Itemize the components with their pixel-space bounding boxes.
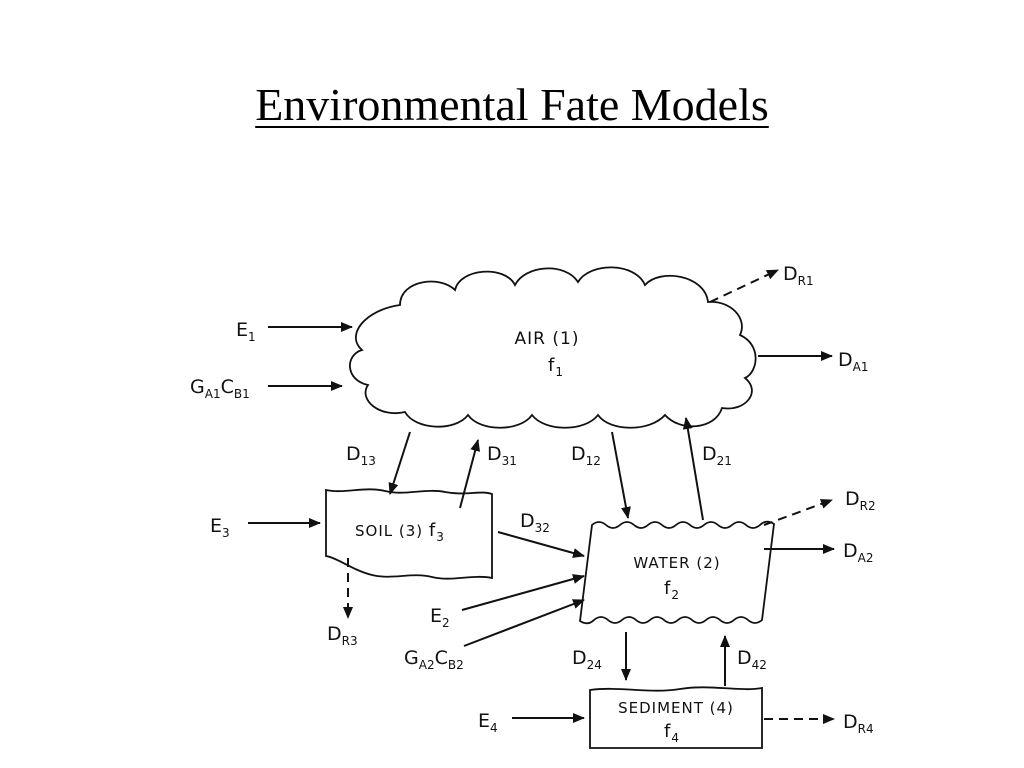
water-compartment: WATER (2) f2 bbox=[579, 520, 775, 625]
soil-box-shape bbox=[325, 488, 493, 580]
label-DA1: DA1 bbox=[838, 349, 868, 374]
arrow-D32 bbox=[497, 531, 585, 558]
label-E2: E2 bbox=[430, 605, 450, 630]
label-E4: E4 bbox=[478, 710, 498, 735]
arrow-GA2CB2 bbox=[463, 599, 585, 647]
label-D21: D21 bbox=[702, 443, 732, 468]
label-GA2CB2: GA2CB2 bbox=[404, 647, 464, 672]
arrow-DR2 bbox=[763, 499, 833, 526]
label-DR2: DR2 bbox=[845, 488, 876, 513]
slide-title: Environmental Fate Models bbox=[255, 79, 769, 130]
label-D24: D24 bbox=[572, 647, 602, 672]
label-E3: E3 bbox=[210, 515, 230, 540]
air-cloud-shape bbox=[349, 266, 757, 429]
arrow-D13 bbox=[388, 431, 411, 495]
arrow-DR1 bbox=[709, 269, 779, 303]
label-D31: D31 bbox=[487, 443, 517, 468]
label-D13: D13 bbox=[346, 443, 376, 468]
air-label: AIR (1) bbox=[515, 329, 580, 349]
sediment-compartment: SEDIMENT (4) f4 bbox=[589, 686, 763, 749]
label-DR1: DR1 bbox=[783, 263, 814, 288]
sediment-label: SEDIMENT (4) bbox=[618, 699, 734, 717]
label-D32: D32 bbox=[520, 510, 550, 535]
air-compartment: AIR (1) f1 bbox=[349, 266, 757, 429]
arrow-D31 bbox=[459, 439, 481, 509]
sediment-fugacity: f4 bbox=[664, 721, 680, 745]
water-fugacity: f2 bbox=[664, 578, 680, 602]
arrow-D21 bbox=[682, 417, 704, 521]
label-GA1CB1: GA1CB1 bbox=[190, 376, 250, 401]
air-fugacity: f1 bbox=[548, 355, 564, 379]
label-D42: D42 bbox=[737, 647, 767, 672]
label-D12: D12 bbox=[571, 443, 601, 468]
soil-compartment: SOIL (3) f3 bbox=[325, 488, 493, 580]
label-E1: E1 bbox=[236, 319, 256, 344]
label-DR3: DR3 bbox=[327, 623, 358, 648]
soil-label: SOIL (3) f3 bbox=[355, 520, 445, 544]
water-label: WATER (2) bbox=[633, 554, 720, 572]
sediment-box-shape bbox=[589, 686, 763, 749]
label-DA2: DA2 bbox=[843, 540, 873, 565]
arrow-D12 bbox=[611, 431, 631, 519]
arrow-E2 bbox=[461, 574, 585, 611]
label-DR4: DR4 bbox=[843, 711, 874, 736]
water-box-shape bbox=[579, 520, 775, 625]
